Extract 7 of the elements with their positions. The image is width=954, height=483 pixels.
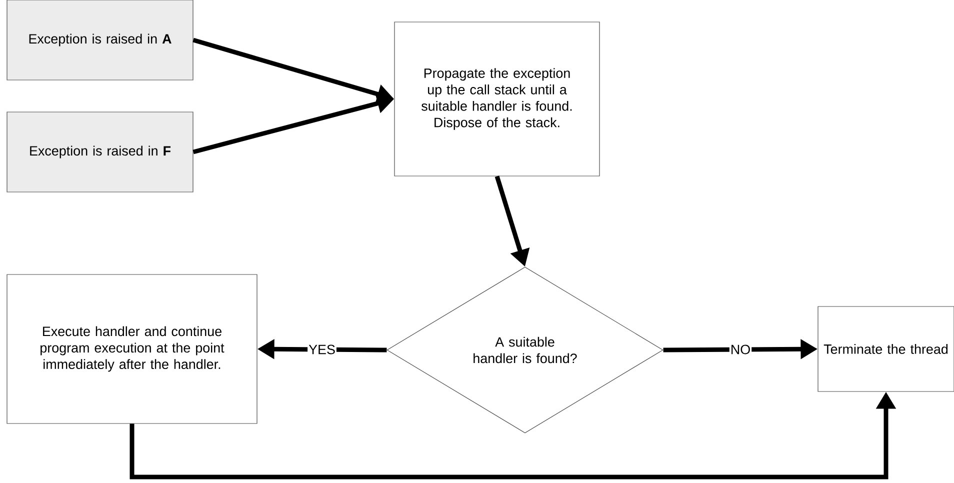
process-box: Execute handler and continue program execution at the point immediately after the handler. (6, 274, 258, 424)
process-box: Propagate the exception up the call stack until a suitable handler is found. Dispose of the stack. (394, 22, 600, 176)
edge-label: NO (729, 344, 752, 356)
process-box: Exception is raised in F (6, 112, 194, 192)
process-box: Terminate the thread (818, 306, 954, 392)
edge-label: YES (308, 344, 336, 356)
process-box: Exception is raised in A (6, 0, 194, 80)
